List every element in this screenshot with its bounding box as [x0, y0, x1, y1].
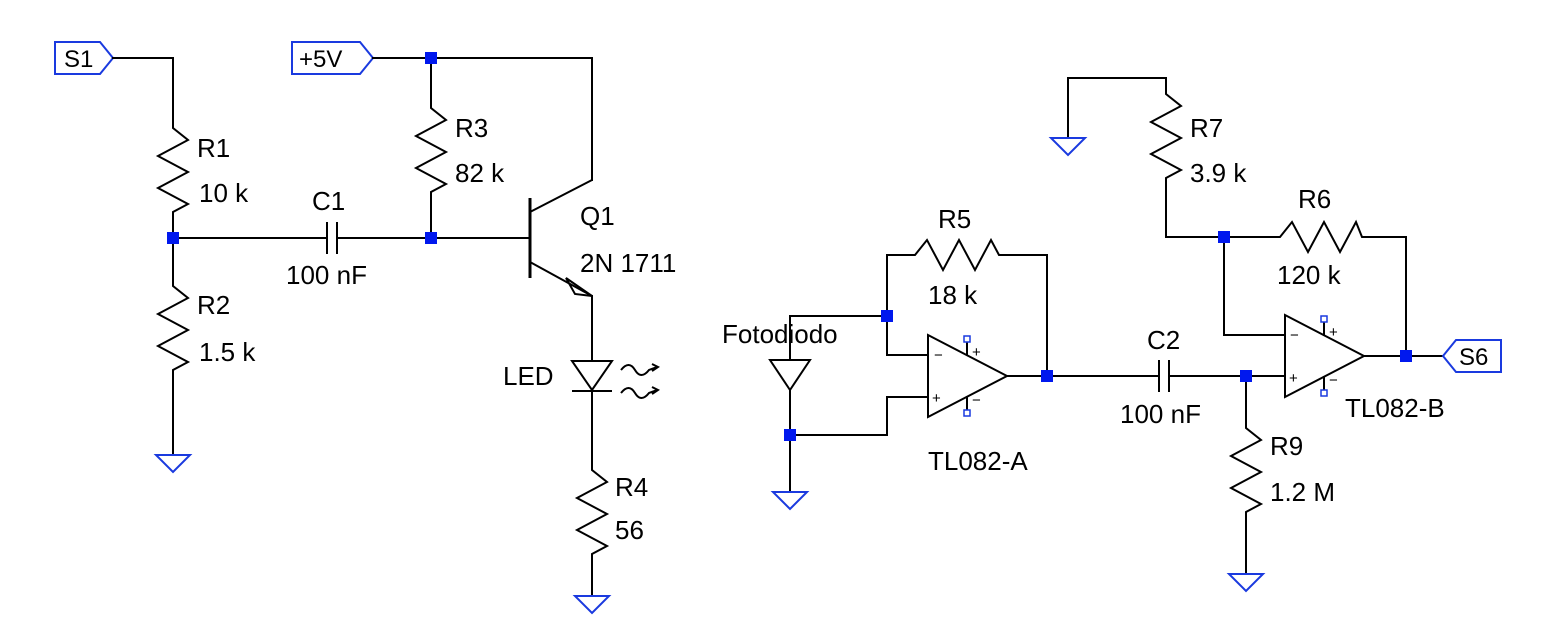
wire-minus-input-b	[1223, 236, 1286, 336]
r3-ref-label: R3	[455, 113, 488, 143]
resistor-r9: R9 1.2 M	[1228, 420, 1335, 574]
wire-r7-ground	[1067, 77, 1167, 139]
junction-node	[881, 310, 893, 322]
transistor-q1: Q1 2N 1711	[528, 179, 676, 297]
r2-value-label: 1.5 k	[199, 337, 256, 367]
junction-node	[167, 232, 179, 244]
r3-value-label: 82 k	[455, 158, 505, 188]
r9-value-label: 1.2 M	[1270, 477, 1335, 507]
resistor-r6: R6 120 k	[1274, 184, 1406, 290]
junction-node	[784, 429, 796, 441]
light-emission-icon	[620, 363, 660, 399]
r7-value-label: 3.9 k	[1190, 158, 1247, 188]
port-vcc: +5V	[291, 41, 375, 75]
ground-symbol-photodiode	[770, 491, 810, 511]
q1-value-label: 2N 1711	[580, 248, 676, 278]
junction-node	[1240, 370, 1252, 382]
c1-ref-label: C1	[312, 186, 345, 216]
r2-ref-label: R2	[197, 290, 230, 320]
r6-value-label: 120 k	[1277, 260, 1342, 290]
wire-plus-input-a	[789, 396, 929, 436]
r4-value-label: 56	[615, 515, 644, 545]
opamp-a-plus-pin: +	[932, 390, 941, 407]
opamp-a-label: TL082-A	[928, 446, 1028, 476]
photodiode-ref-label: Fotodiodo	[722, 319, 838, 349]
q1-ref-label: Q1	[580, 201, 615, 231]
c1-value-label: 100 nF	[286, 260, 367, 290]
resistor-r3: R3 82 k	[413, 100, 505, 238]
c2-ref-label: C2	[1147, 325, 1180, 355]
junction-node	[1218, 231, 1230, 243]
junction-node	[1400, 350, 1412, 362]
r1-ref-label: R1	[197, 133, 230, 163]
resistor-r5: R5 18 k	[905, 204, 1047, 310]
r5-ref-label: R5	[938, 204, 971, 234]
led-diode: LED	[503, 360, 660, 399]
resistor-r1: R1 10 k	[155, 118, 249, 238]
resistor-r7: R7 3.9 k	[1148, 80, 1247, 237]
port-s1-label: S1	[64, 46, 93, 73]
resistor-r2: R2 1.5 k	[155, 238, 256, 455]
junction-node	[425, 52, 437, 64]
c2-value-label: 100 nF	[1120, 399, 1201, 429]
r9-ref-label: R9	[1270, 431, 1303, 461]
junction-node	[1041, 370, 1053, 382]
junction-node	[425, 232, 437, 244]
led-ref-label: LED	[503, 361, 554, 391]
opamp-b-vminus-pin: −	[1329, 372, 1338, 389]
opamp-a-minus-pin: −	[934, 347, 943, 364]
capacitor-c1: C1 100 nF	[286, 186, 367, 290]
ground-symbol-r2	[153, 454, 193, 474]
photodiode: Fotodiodo	[722, 319, 838, 392]
r7-ref-label: R7	[1190, 113, 1223, 143]
opamp-b-plus-pin: +	[1289, 370, 1298, 387]
r1-value-label: 10 k	[199, 178, 249, 208]
port-s6-label: S6	[1459, 344, 1488, 371]
resistor-r4: R4 56	[574, 462, 648, 596]
r6-ref-label: R6	[1298, 184, 1331, 214]
opamp-b-minus-pin: −	[1290, 327, 1299, 344]
wire-vcc	[372, 57, 593, 181]
wire-photodiode-top	[789, 315, 888, 361]
opamp-a-vplus-pin: +	[972, 344, 981, 361]
opamp-b-label: TL082-B	[1345, 393, 1445, 423]
port-s1: S1	[54, 41, 115, 75]
opamp-b-vplus-pin: +	[1329, 324, 1338, 341]
wire-r5-left	[886, 254, 906, 356]
opamp-tl082-b: − + + − TL082-B	[1284, 313, 1445, 423]
r5-value-label: 18 k	[928, 280, 978, 310]
opamp-a-vminus-pin: −	[972, 392, 981, 409]
port-vcc-label: +5V	[299, 46, 342, 73]
opamp-tl082-a: − + + − TL082-A	[927, 333, 1028, 476]
wire-s1	[112, 57, 174, 119]
ground-symbol-r4	[572, 595, 612, 615]
ground-symbol-r7	[1048, 137, 1088, 157]
ground-symbol-r9	[1226, 573, 1266, 593]
r4-ref-label: R4	[615, 472, 648, 502]
port-s6: S6	[1441, 339, 1502, 373]
